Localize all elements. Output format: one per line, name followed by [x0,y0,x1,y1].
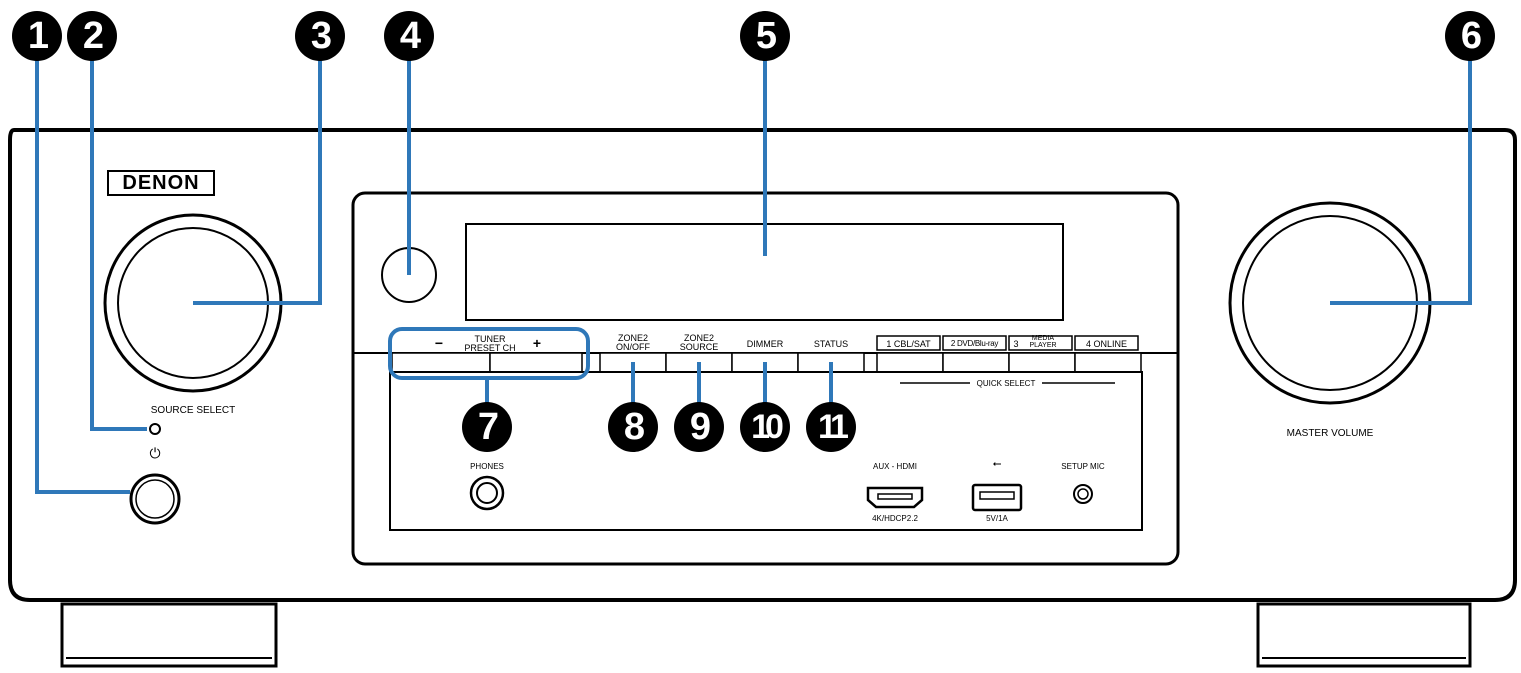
leader-2 [90,38,147,431]
left-foot [60,602,278,668]
hdcp-label: 4K/HDCP2.2 [872,514,918,523]
callout-2: 2 [67,11,117,61]
tuner-plus-button[interactable]: + [532,335,542,351]
zone2-onoff-button-line2[interactable]: ON/OFF [616,342,650,352]
callout-10: 10 [740,402,790,452]
phones-label: PHONES [470,462,504,471]
zone2-source-button-line2[interactable]: SOURCE [679,342,719,352]
tuner-label-line2: PRESET CH [464,343,516,353]
callout-3: 3 [295,11,345,61]
status-button[interactable]: STATUS [813,339,849,349]
callout-4: 4 [384,11,434,61]
source-select-label: SOURCE SELECT [150,405,236,416]
callout-7: 7 [462,402,512,452]
leader-6 [1330,38,1472,305]
callout-5: 5 [740,11,790,61]
quick-select-4-button[interactable]: 4 ONLINE [1085,339,1127,349]
callout-9: 9 [674,402,724,452]
right-foot [1256,602,1472,668]
power-icon: ⏻ [149,445,161,461]
callout-8: 8 [608,402,658,452]
setup-mic-label: SETUP MIC [1061,462,1105,471]
quick-select-3-line1[interactable]: MEDIA [1031,335,1055,342]
master-volume-label: MASTER VOLUME [1286,428,1374,439]
callout-11: 11 [806,402,856,452]
quick-select-2-button[interactable]: 2 DVD/Blu-ray [950,339,999,348]
zone2-onoff-button-line1[interactable]: ZONE2 [617,333,648,343]
callout-1: 1 [12,11,62,61]
standby-indicator [149,423,161,435]
callout-6: 6 [1445,11,1495,61]
power-button-inner [135,479,175,519]
quick-select-3-number[interactable]: 3 [1013,339,1019,349]
tuner-label-line1: TUNER [474,334,506,344]
aux-hdmi-label: AUX - HDMI [873,462,917,471]
denon-logo: DENON [107,170,215,196]
quick-select-label: QUICK SELECT [976,379,1036,388]
quick-select-3-line2[interactable]: PLAYER [1029,342,1057,349]
leader-1 [35,38,130,494]
zone2-source-button-line1[interactable]: ZONE2 [683,333,714,343]
dimmer-button[interactable]: DIMMER [746,339,784,349]
usb-icon: ⭠ [992,458,1002,470]
tuner-minus-button[interactable]: − [434,335,444,351]
phones-jack-inner [476,482,498,504]
usb-rating-label: 5V/1A [986,514,1008,523]
leader-3 [193,38,322,305]
quick-select-1-button[interactable]: 1 CBL/SAT [886,339,931,349]
